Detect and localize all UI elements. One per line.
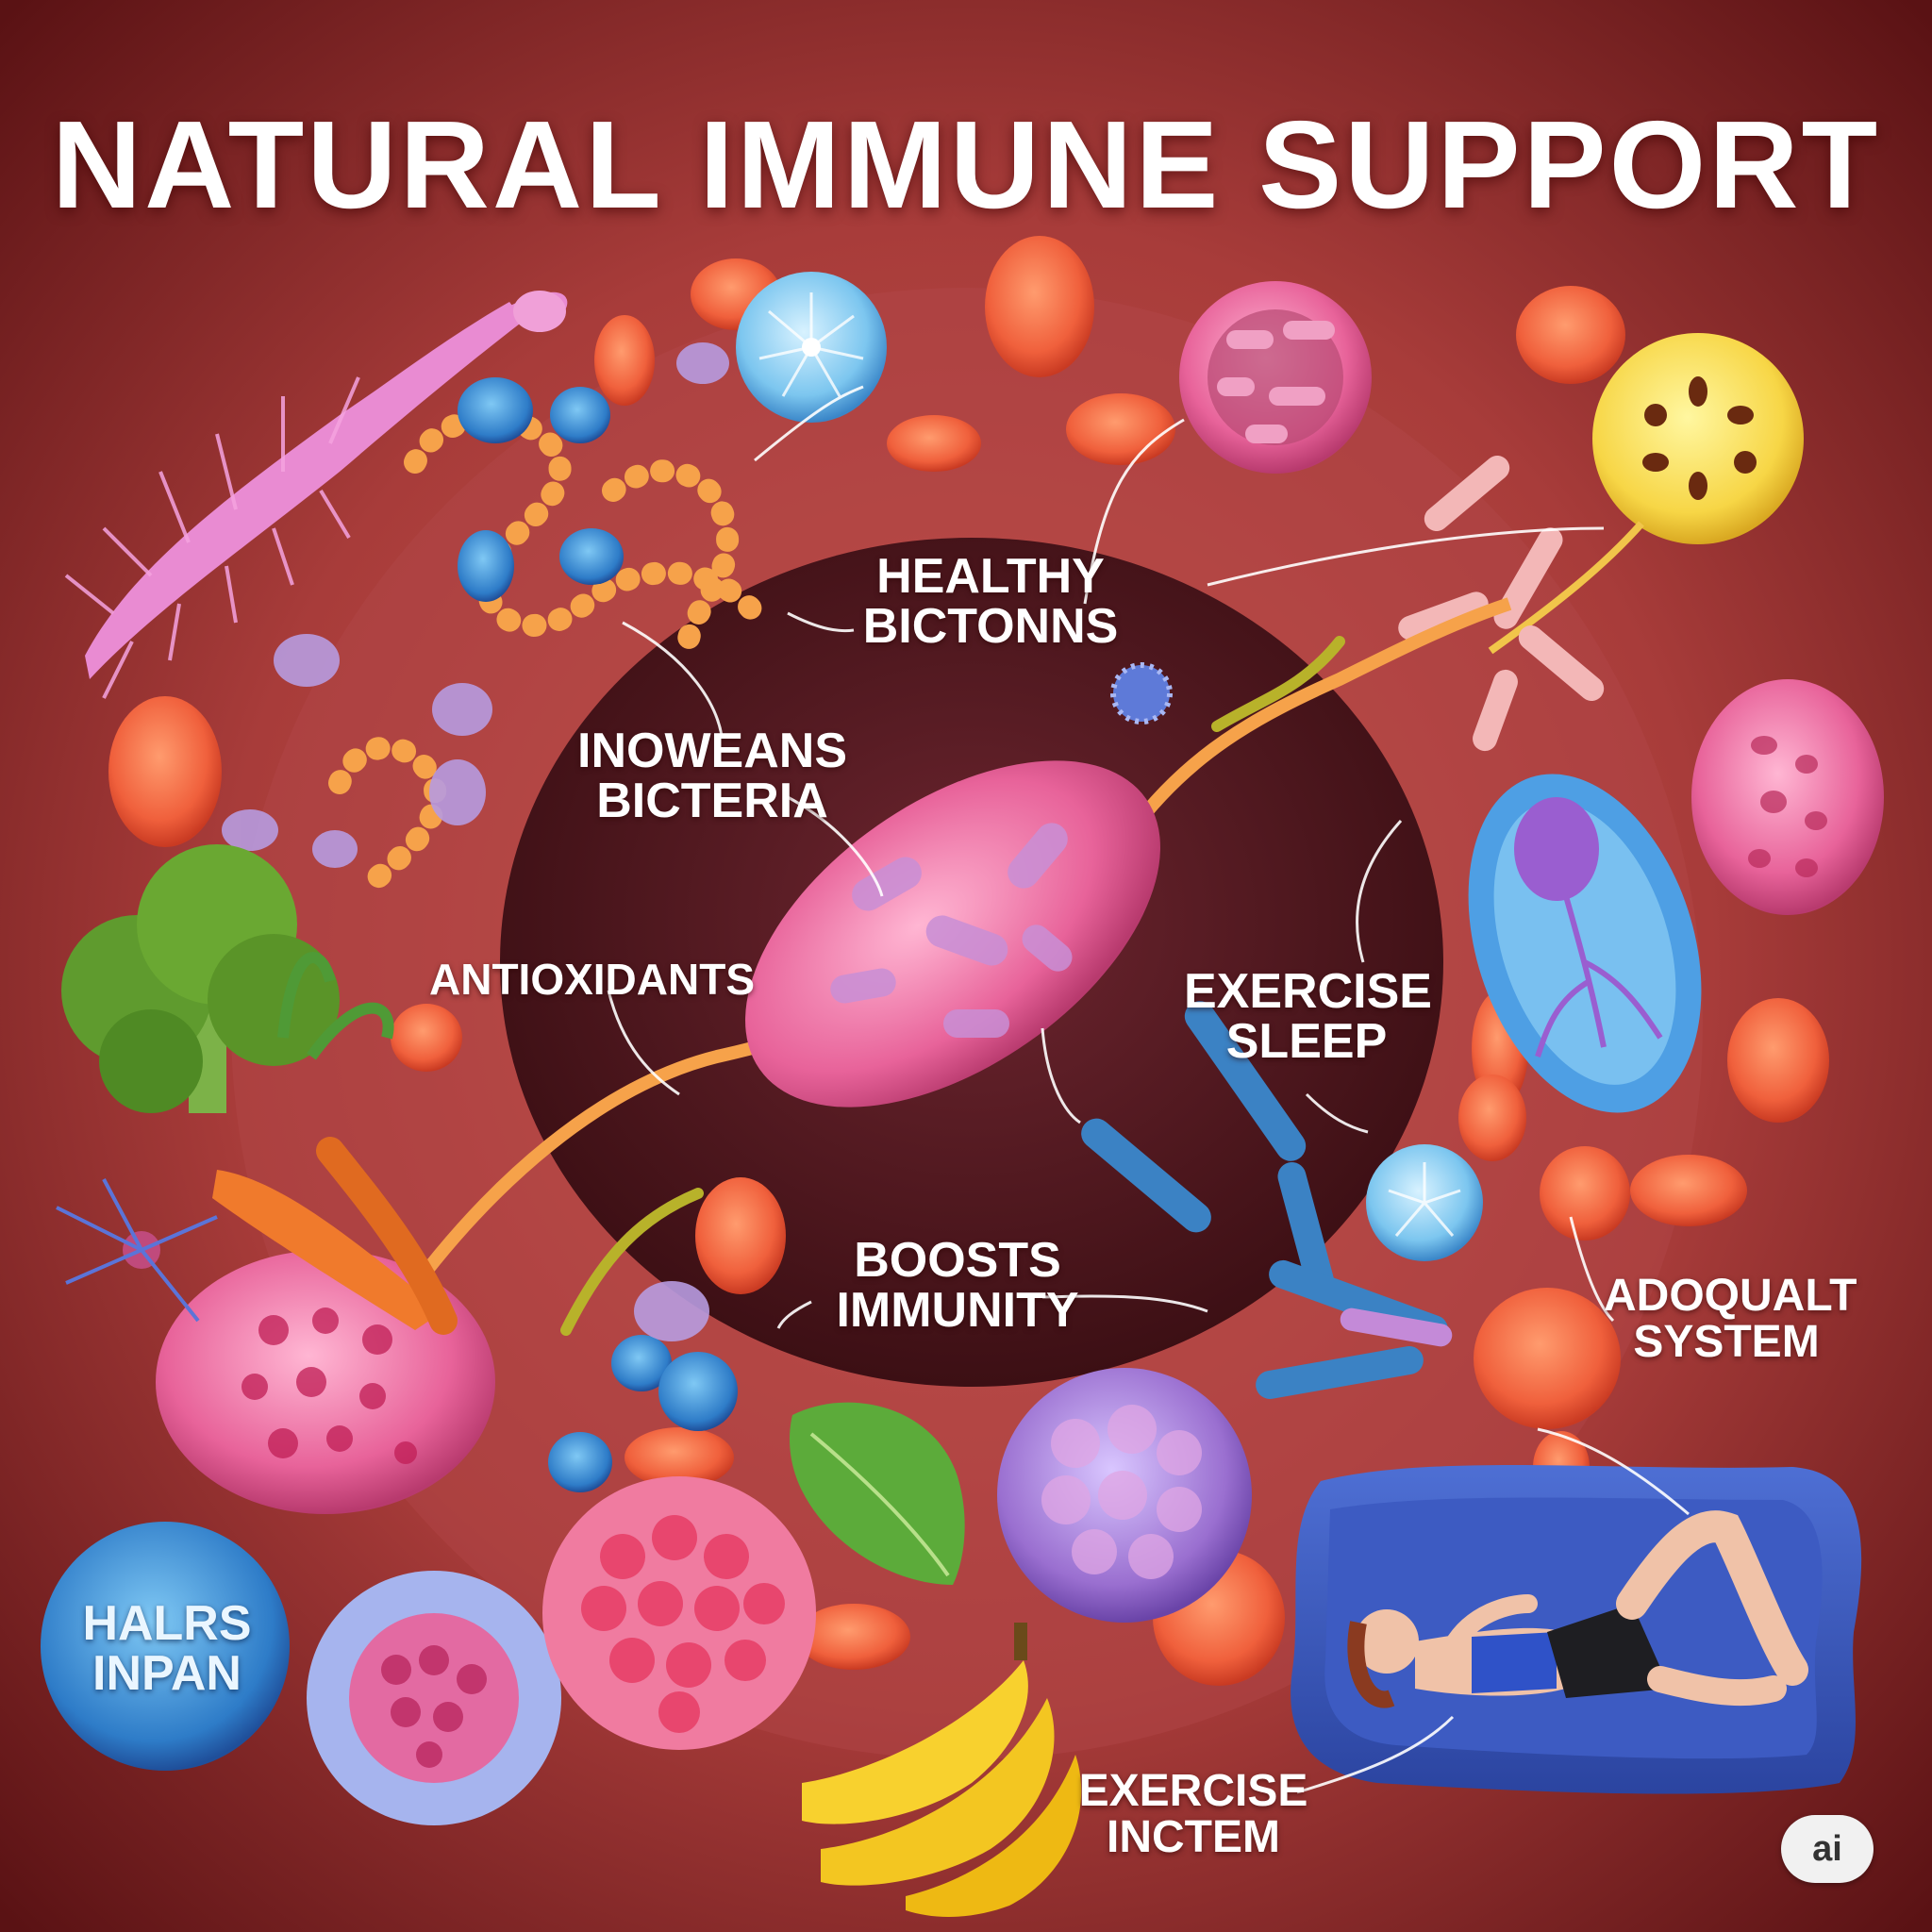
pink-cell-right: [1691, 679, 1884, 915]
label-line: BICTONNS: [862, 599, 1119, 655]
blue-rod-bacteria: [1081, 1001, 1453, 1400]
carrot-icon: [212, 952, 458, 1335]
leaf-icon: [790, 1402, 965, 1585]
broccoli-icon: [61, 844, 340, 1113]
lavender-cell: [307, 1571, 561, 1825]
label-line: HALRS: [82, 1596, 252, 1651]
person-resting-icon: [1291, 1465, 1862, 1794]
label-line: SLEEP: [1225, 1014, 1388, 1070]
halrs-cell: [41, 1522, 290, 1771]
ai-badge: ai: [1781, 1815, 1874, 1883]
squiggle: [1211, 636, 1345, 732]
yellow-cell: [1488, 333, 1804, 655]
banana-icon: [802, 1623, 1082, 1917]
pink-mitochondria-cell: [1179, 281, 1372, 474]
blue-oval-bacteria: [458, 377, 738, 1492]
label-line: BOOSTS: [854, 1233, 1061, 1288]
pink-rod-cluster: [1398, 456, 1605, 752]
small-virus: [1110, 662, 1173, 724]
label-line: EXERCISE: [1184, 964, 1432, 1019]
label-inoweans-bicteria: INOWEANS BICTERIA: [566, 724, 858, 829]
label-exercise-sleep: EXERCISE SLEEP: [1184, 964, 1432, 1070]
label-line: HEALTHY: [876, 549, 1105, 604]
label-boosts-immunity: BOOSTS IMMUNITY: [816, 1233, 1099, 1339]
blue-star-cell: [736, 272, 887, 423]
purple-bumpy-cell: [997, 1368, 1252, 1623]
neuron-cell: [56, 1178, 218, 1323]
page-title: NATURAL IMMUNE SUPPORT: [51, 95, 1881, 234]
label-line: EXERCISE: [1078, 1766, 1308, 1816]
label-line: ADOQUALT: [1604, 1271, 1857, 1321]
purple-blobs: [222, 342, 729, 1341]
label-line: BICTERIA: [596, 774, 828, 829]
central-cell: [391, 597, 1512, 1316]
label-line: INCTEM: [1107, 1811, 1280, 1862]
label-healthy-bictonns: HEALTHY BICTONNS: [854, 549, 1127, 655]
spiky-pink-cell: [64, 291, 568, 699]
blue-star-cell-small: [1366, 1144, 1483, 1261]
label-exercise-inctem: EXERCISE INCTEM: [1075, 1766, 1311, 1862]
label-line: SYSTEM: [1633, 1316, 1820, 1367]
label-line: INPAN: [92, 1646, 242, 1702]
leader-lines: [607, 385, 1690, 1794]
label-adoqualt-system: ADOQUALT SYSTEM: [1604, 1271, 1857, 1367]
label-line: IMMUNITY: [836, 1283, 1079, 1339]
label-halrs-inpan: HALRS INPAN: [49, 1596, 285, 1702]
blue-cell-right: [1468, 774, 1702, 1113]
label-line: INOWEANS: [577, 724, 847, 778]
label-antioxidants: ANTIOXIDANTS: [429, 955, 755, 1004]
bumpy-red-cell: [542, 1476, 816, 1750]
